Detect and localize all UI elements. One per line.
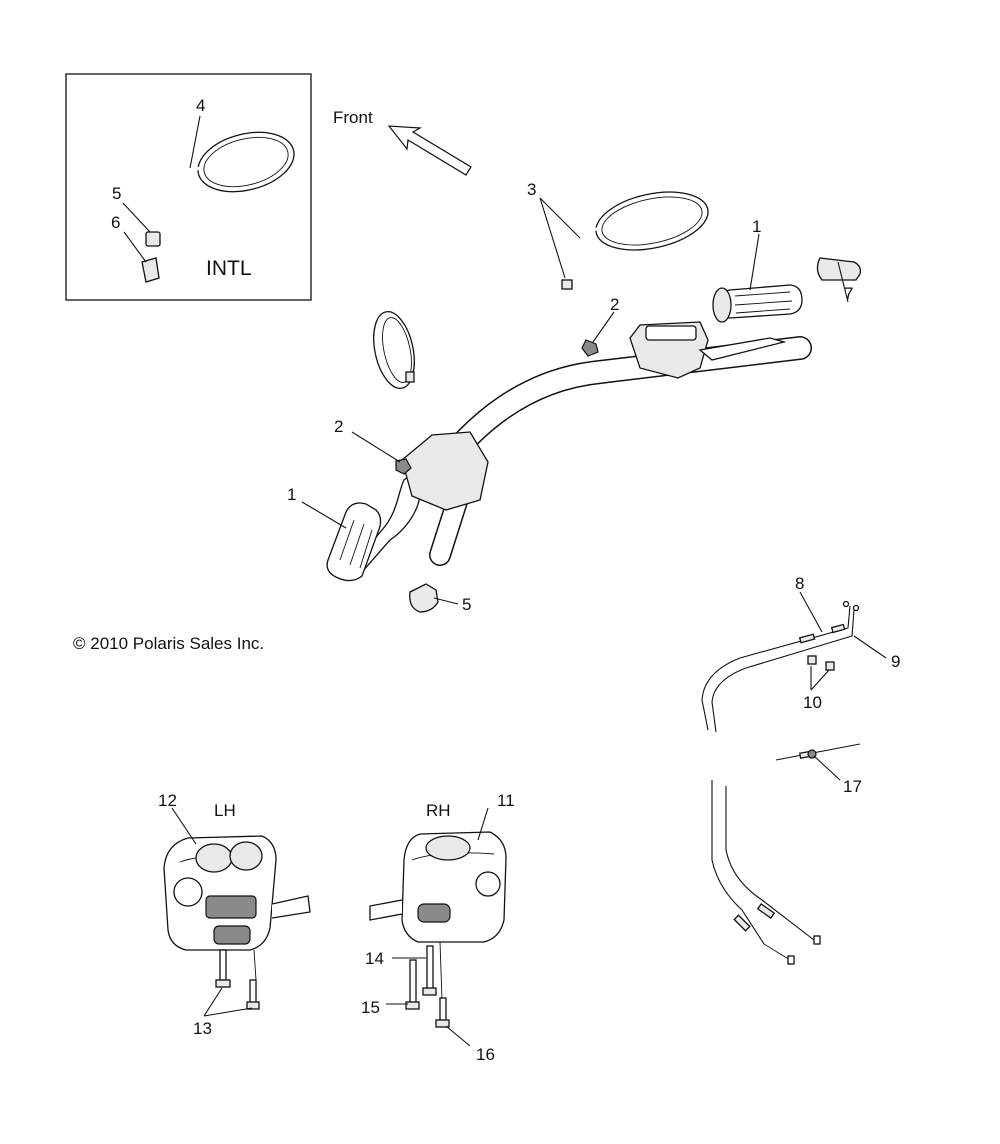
lh-label: LH bbox=[214, 801, 236, 820]
intl-inset: 4 5 6 INTL bbox=[65, 73, 312, 301]
left-grip: 1 bbox=[287, 485, 382, 582]
front-direction-arrow: Front bbox=[333, 108, 472, 176]
inset-nut bbox=[145, 231, 161, 247]
right-grip: 1 bbox=[712, 217, 803, 323]
callout-7: 7 bbox=[844, 284, 853, 303]
intl-label: INTL bbox=[206, 257, 252, 280]
callout-14: 14 bbox=[365, 949, 384, 968]
cable-upper-outer bbox=[701, 605, 851, 731]
handlebar bbox=[351, 321, 812, 573]
callout-13: 13 bbox=[193, 1019, 212, 1038]
rh-label: RH bbox=[426, 801, 451, 820]
inset-frame bbox=[65, 73, 312, 301]
callout-4: 4 bbox=[196, 96, 205, 115]
callout-6: 6 bbox=[111, 213, 120, 232]
front-arrow-icon bbox=[387, 125, 472, 176]
left-bar-end: 5 bbox=[409, 583, 471, 614]
callout-5-bar-end: 5 bbox=[462, 595, 471, 614]
brake-lever bbox=[698, 337, 787, 361]
mirror-stalk bbox=[567, 227, 601, 283]
copyright-notice: © 2010 Polaris Sales Inc. bbox=[73, 634, 264, 653]
rh-switch-housing: 11 RH 14 15 16 bbox=[361, 791, 515, 1064]
callout-1-right: 1 bbox=[752, 217, 761, 236]
inset-mirror-head bbox=[197, 131, 295, 193]
throttle-cables: 8 9 10 17 bbox=[701, 574, 900, 965]
cable-lower-left bbox=[711, 780, 765, 945]
callout-17: 17 bbox=[843, 777, 862, 796]
lh-switch-housing: 12 LH 13 bbox=[158, 791, 311, 1038]
cable-lower-right bbox=[725, 786, 815, 941]
left-perch bbox=[401, 431, 489, 511]
screw-2-lower: 2 bbox=[334, 417, 412, 475]
left-mirror-loose bbox=[373, 310, 415, 390]
right-bar-end: 7 bbox=[816, 257, 862, 303]
callout-16: 16 bbox=[476, 1045, 495, 1064]
mirror-head bbox=[595, 191, 709, 251]
inset-adapter bbox=[141, 257, 160, 283]
cable-17 bbox=[775, 743, 861, 761]
callout-1-left: 1 bbox=[287, 485, 296, 504]
front-label: Front bbox=[333, 108, 373, 127]
cable-clip-a bbox=[807, 655, 817, 665]
callout-10: 10 bbox=[803, 693, 822, 712]
callout-12: 12 bbox=[158, 791, 177, 810]
callout-15: 15 bbox=[361, 998, 380, 1017]
screw-2-upper: 2 bbox=[581, 295, 619, 357]
callout-11: 11 bbox=[497, 791, 515, 810]
callout-2-upper: 2 bbox=[610, 295, 619, 314]
callout-3: 3 bbox=[527, 180, 536, 199]
right-mirror: 3 bbox=[527, 180, 709, 290]
callout-2-lower: 2 bbox=[334, 417, 343, 436]
callout-5-inset: 5 bbox=[112, 184, 121, 203]
cable-upper-inner bbox=[711, 609, 855, 733]
callout-9: 9 bbox=[891, 652, 900, 671]
cable-clip-b bbox=[825, 661, 835, 671]
callout-8: 8 bbox=[795, 574, 804, 593]
